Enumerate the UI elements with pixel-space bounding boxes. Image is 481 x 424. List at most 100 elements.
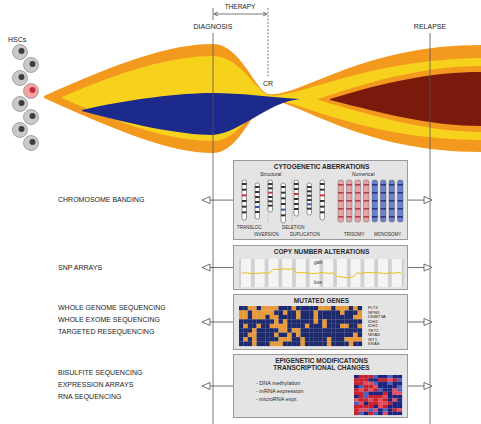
- expression-cell: [364, 378, 369, 381]
- mutation-cell: [287, 319, 291, 324]
- expression-cell: [392, 395, 397, 398]
- mutation-cell: [309, 310, 313, 315]
- expression-cell: [364, 395, 369, 398]
- expression-cell: [392, 405, 397, 408]
- mutation-cell: [261, 324, 265, 329]
- chromosome-column: [337, 259, 347, 287]
- chromosome-band: [372, 184, 378, 186]
- panel-label: INVERSION: [254, 232, 279, 237]
- mutation-cell: [261, 306, 265, 311]
- diagnosis-tick: [213, 8, 214, 20]
- expression-cell: [354, 395, 359, 398]
- mutation-cell: [301, 333, 305, 338]
- chromosome-band: [281, 192, 286, 194]
- chromosome-band: [268, 196, 273, 198]
- chromosome-band: [268, 192, 273, 194]
- mutation-cell: [331, 310, 335, 315]
- expression-cell: [373, 392, 378, 395]
- expression-cell: [373, 375, 378, 378]
- arrow-head: [424, 318, 432, 325]
- expression-cell: [373, 395, 378, 398]
- mutation-cell: [252, 333, 256, 338]
- chromosome-band: [320, 206, 325, 208]
- expression-cell: [392, 375, 397, 378]
- chromosome-band: [389, 216, 395, 218]
- expression-cell: [368, 398, 373, 401]
- mutation-cell: [243, 310, 247, 315]
- relapse-line: [430, 33, 431, 424]
- expression-cell: [368, 402, 373, 405]
- mutation-cell: [279, 319, 283, 324]
- mutation-cell: [336, 315, 340, 320]
- chromosome-band: [307, 190, 312, 192]
- expression-cell: [388, 395, 393, 398]
- mutation-cell: [349, 324, 353, 329]
- expression-cell: [392, 412, 397, 415]
- mutation-cell: [322, 319, 326, 324]
- mutation-cell: [270, 328, 274, 333]
- mutation-cell: [283, 306, 287, 311]
- chromosome-band: [372, 192, 378, 194]
- mutation-cell: [331, 324, 335, 329]
- mutation-cell: [318, 328, 322, 333]
- expression-cell: [383, 402, 388, 405]
- timeline-label: RELAPSE: [414, 23, 446, 31]
- mutation-cell: [305, 337, 309, 342]
- expression-cell: [364, 405, 369, 408]
- mutation-cell: [248, 306, 252, 311]
- mutation-cell: [239, 342, 243, 347]
- panel-label: DELETION: [282, 225, 305, 230]
- mutation-cell: [309, 342, 313, 347]
- expression-cell: [364, 412, 369, 415]
- chromosome-band: [338, 200, 344, 202]
- chromosome-band: [338, 184, 344, 186]
- mutation-cell: [261, 337, 265, 342]
- mutation-cell: [283, 342, 287, 347]
- mutation-cell: [287, 328, 291, 333]
- method-label: RNA SEQUENCING: [58, 393, 121, 401]
- expression-cell: [397, 402, 402, 405]
- chromosome: [389, 180, 395, 222]
- expression-cell: [397, 388, 402, 391]
- chromosome-band: [294, 193, 299, 195]
- mutation-cell: [314, 310, 318, 315]
- expression-cell: [368, 392, 373, 395]
- chromosome-band: [255, 186, 260, 188]
- mutation-cell: [270, 324, 274, 329]
- expression-cell: [378, 375, 383, 378]
- mutation-cell: [305, 324, 309, 329]
- arrow-shaft: [210, 321, 233, 322]
- expression-cell: [368, 378, 373, 381]
- chromosome-band: [398, 184, 404, 186]
- expression-cell: [373, 385, 378, 388]
- timeline-label: HSCs: [8, 36, 26, 44]
- mutation-cell: [349, 306, 353, 311]
- mutation-cell: [243, 342, 247, 347]
- chromosome-band: [242, 200, 247, 202]
- mutation-cell: [301, 337, 305, 342]
- expression-cell: [392, 382, 397, 385]
- expression-cell: [383, 382, 388, 385]
- expression-cell: [373, 408, 378, 411]
- chromosome-band: [389, 208, 395, 210]
- mutation-cell: [274, 324, 278, 329]
- chromosome: [338, 180, 344, 222]
- mutation-cell: [301, 319, 305, 324]
- mutation-cell: [305, 333, 309, 338]
- mutation-cell: [358, 310, 362, 315]
- mutation-cell: [261, 310, 265, 315]
- expression-cell: [392, 408, 397, 411]
- mutation-cell: [358, 319, 362, 324]
- mutation-cell: [344, 333, 348, 338]
- chromosome-band: [398, 200, 404, 202]
- chromosome-band: [242, 194, 247, 196]
- mutation-cell: [261, 333, 265, 338]
- chromosome-band: [294, 188, 299, 190]
- mutation-cell: [353, 328, 357, 333]
- mutation-cell: [322, 328, 326, 333]
- chromosome: [268, 180, 273, 212]
- expression-cell: [392, 385, 397, 388]
- expression-cell: [359, 382, 364, 385]
- chromosome-band: [389, 192, 395, 194]
- therapy-bracket-head-right: [263, 12, 267, 16]
